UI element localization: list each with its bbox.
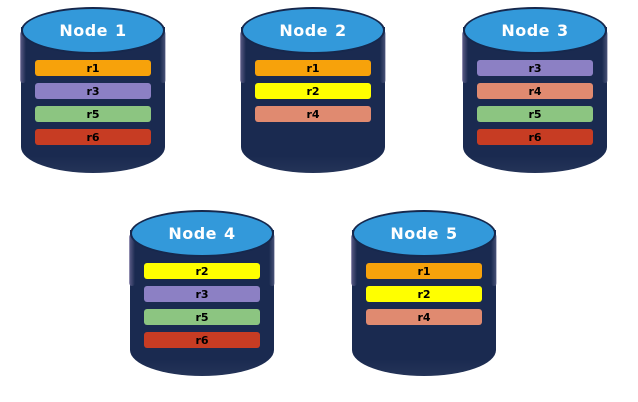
node-label-text: Node: [59, 21, 109, 40]
shard-bar-r4[interactable]: r4: [255, 106, 371, 122]
shard-bar-r5[interactable]: r5: [144, 309, 260, 325]
shard-list: r3 r4 r5 r6: [463, 60, 607, 145]
shard-bar-r2[interactable]: r2: [366, 286, 482, 302]
shard-bar-r5[interactable]: r5: [35, 106, 151, 122]
shard-bar-r4[interactable]: r4: [477, 83, 593, 99]
node-label-text: Node: [390, 224, 440, 243]
node-title: Node 4: [168, 224, 235, 243]
database-node-5[interactable]: Node 5 r1 r2 r4: [344, 208, 504, 388]
shard-bar-r5[interactable]: r5: [477, 106, 593, 122]
shard-list: r1 r2 r4: [241, 60, 385, 122]
shard-bar-r3[interactable]: r3: [477, 60, 593, 76]
shard-bar-r3[interactable]: r3: [144, 286, 260, 302]
shard-bar-r6[interactable]: r6: [144, 332, 260, 348]
database-node-4[interactable]: Node 4 r2 r3 r5 r6: [122, 208, 282, 388]
node-title: Node 5: [390, 224, 457, 243]
shard-bar-r2[interactable]: r2: [144, 263, 260, 279]
shard-bar-r4[interactable]: r4: [366, 309, 482, 325]
database-node-3[interactable]: Node 3 r3 r4 r5 r6: [455, 5, 615, 185]
node-title: Node 1: [59, 21, 126, 40]
shard-bar-r6[interactable]: r6: [35, 129, 151, 145]
node-label-text: Node: [279, 21, 329, 40]
node-label-text: Node: [501, 21, 551, 40]
cylinder-top-disc[interactable]: Node 5: [352, 210, 496, 257]
shard-list: r2 r3 r5 r6: [130, 263, 274, 348]
node-number-text: 4: [224, 224, 236, 243]
cylinder-top-disc[interactable]: Node 4: [130, 210, 274, 257]
shard-list: r1 r2 r4: [352, 263, 496, 325]
shard-bar-r1[interactable]: r1: [366, 263, 482, 279]
shard-list: r1 r3 r5 r6: [21, 60, 165, 145]
node-number-text: 5: [446, 224, 458, 243]
node-number-text: 3: [557, 21, 569, 40]
shard-bar-r1[interactable]: r1: [255, 60, 371, 76]
shard-bar-r3[interactable]: r3: [35, 83, 151, 99]
shard-bar-r2[interactable]: r2: [255, 83, 371, 99]
database-node-1[interactable]: Node 1 r1 r3 r5 r6: [13, 5, 173, 185]
shard-bar-r6[interactable]: r6: [477, 129, 593, 145]
node-label-text: Node: [168, 224, 218, 243]
node-number-text: 1: [115, 21, 127, 40]
node-title: Node 3: [501, 21, 568, 40]
cylinder-top-disc[interactable]: Node 2: [241, 7, 385, 54]
node-number-text: 2: [335, 21, 347, 40]
shard-bar-r1[interactable]: r1: [35, 60, 151, 76]
cylinder-top-disc[interactable]: Node 1: [21, 7, 165, 54]
cylinder-top-disc[interactable]: Node 3: [463, 7, 607, 54]
database-node-2[interactable]: Node 2 r1 r2 r4: [233, 5, 393, 185]
node-title: Node 2: [279, 21, 346, 40]
